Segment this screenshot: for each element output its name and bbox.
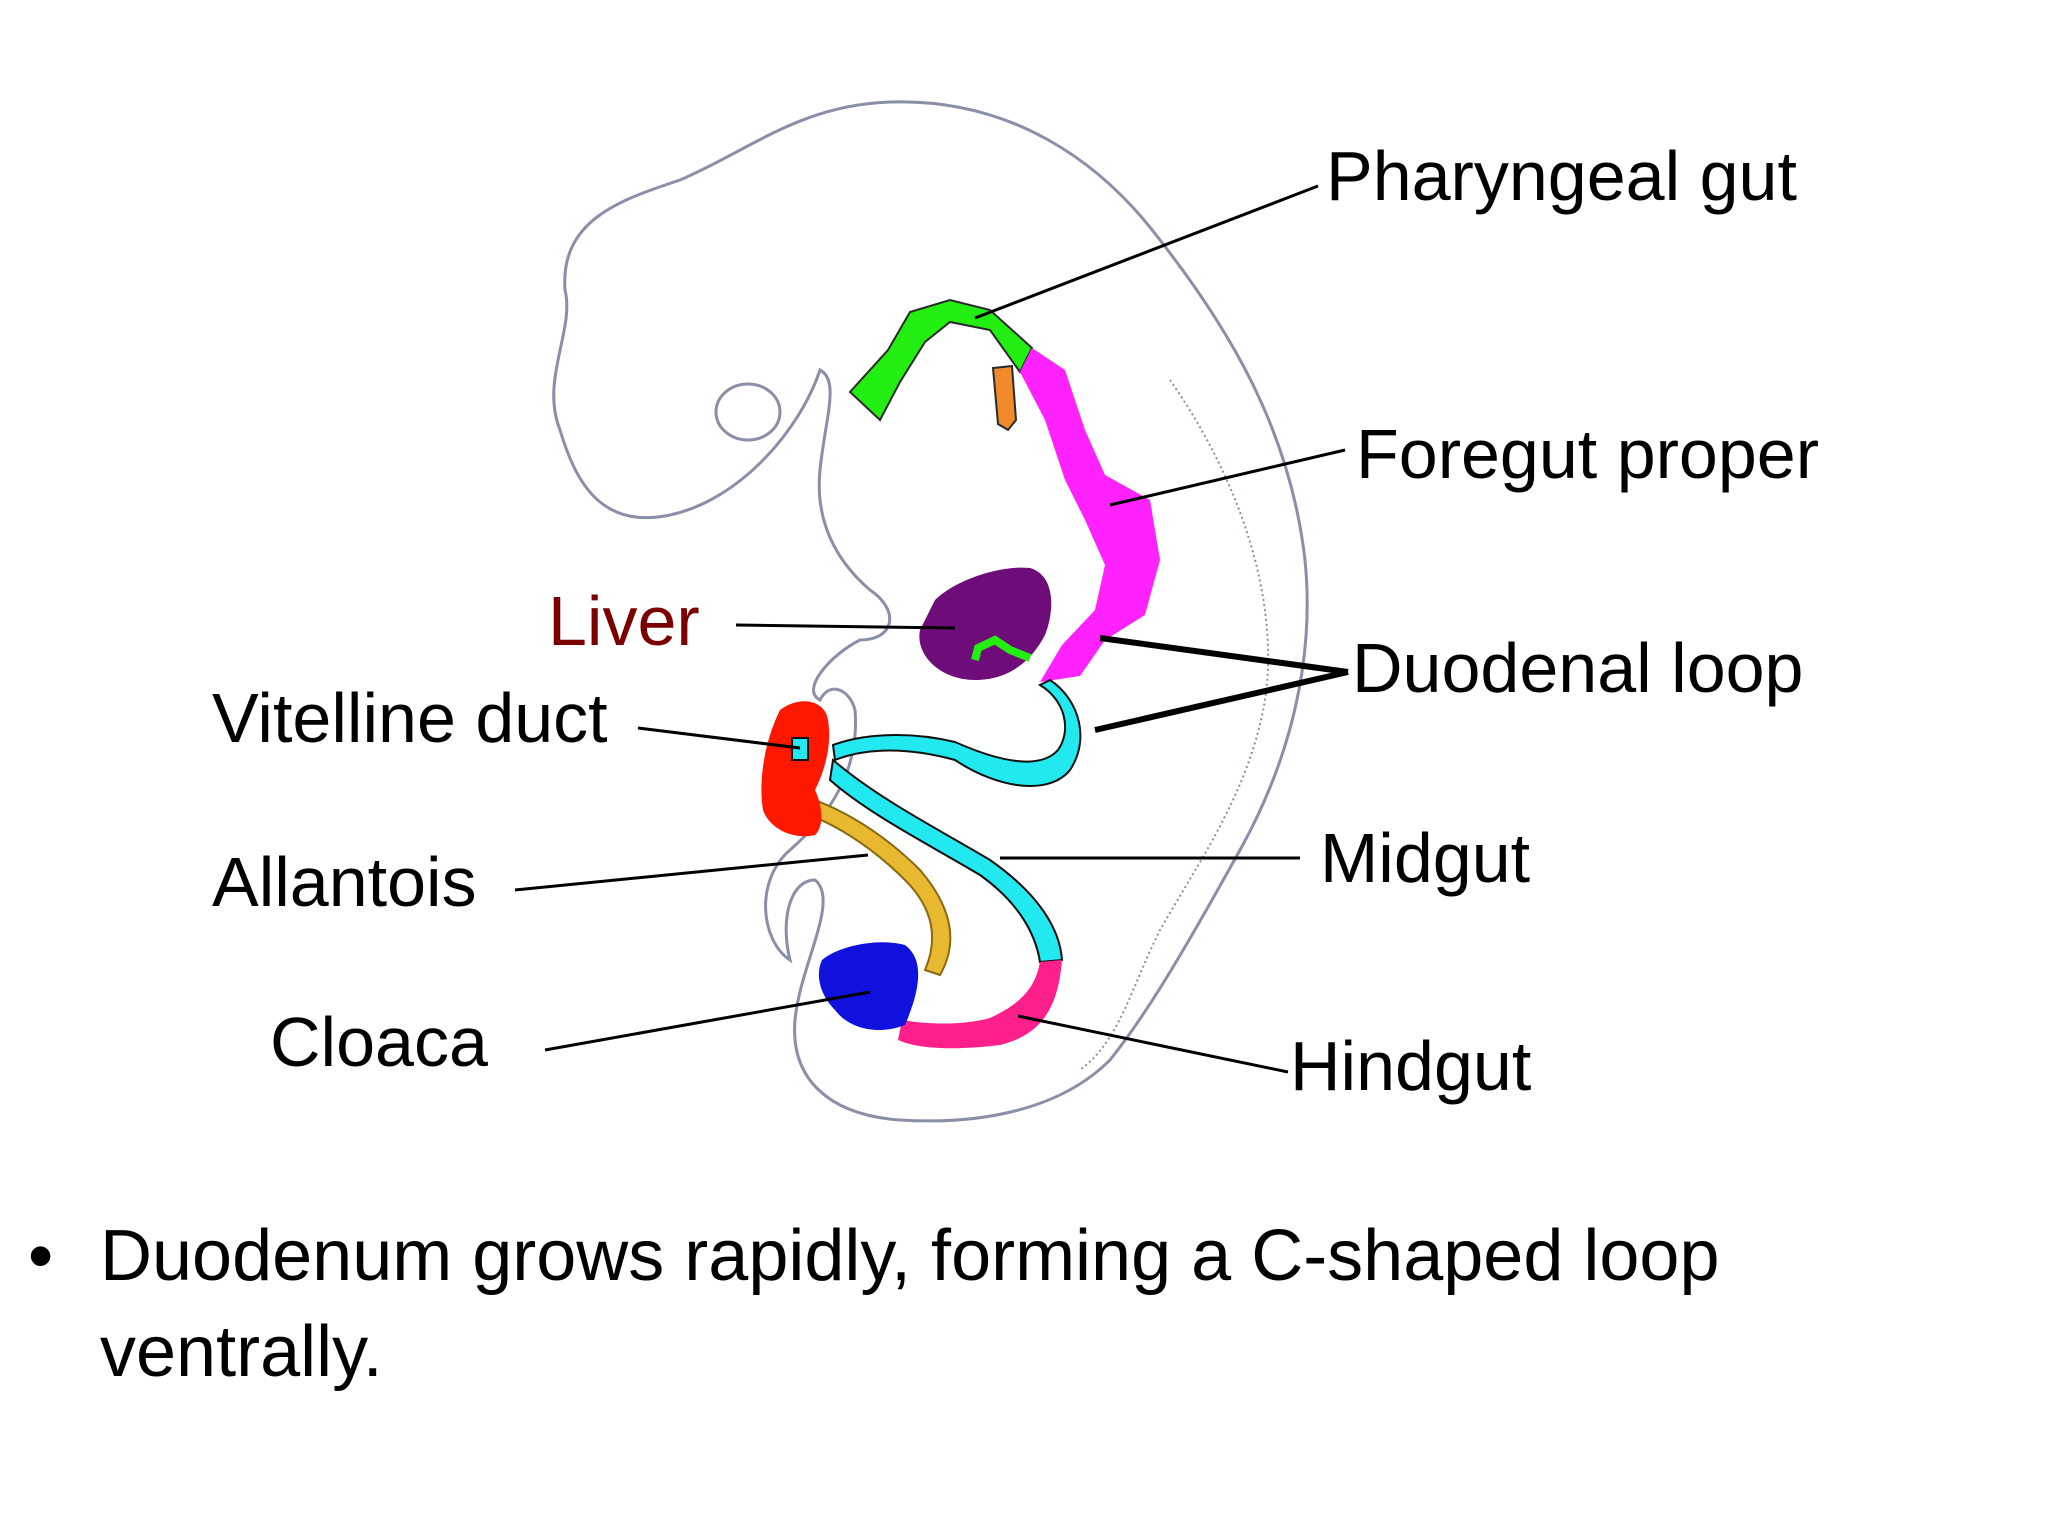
label-allantois: Allantois bbox=[212, 843, 477, 921]
orange-pouch bbox=[991, 364, 1018, 432]
cloaca-shape bbox=[818, 942, 919, 1030]
leader-line-duodenal-loop-lower bbox=[1094, 669, 1349, 733]
foregut-proper-shape bbox=[1020, 348, 1160, 682]
hindgut-shape bbox=[898, 960, 1062, 1049]
leader-line-vitelline-duct bbox=[637, 726, 801, 750]
leader-line-liver bbox=[735, 623, 956, 630]
vitelline-duct-shape bbox=[761, 701, 830, 837]
leader-line-pharyngeal-gut bbox=[974, 184, 1319, 320]
label-duodenal-loop: Duodenal loop bbox=[1352, 629, 1803, 707]
leader-lines bbox=[514, 184, 1349, 1074]
leader-line-duodenal-loop-upper bbox=[1099, 635, 1349, 675]
label-pharyngeal-gut: Pharyngeal gut bbox=[1326, 137, 1797, 215]
label-liver: Liver bbox=[548, 582, 700, 660]
bullet-text: Duodenum grows rapidly, forming a C-shap… bbox=[100, 1216, 1720, 1392]
label-midgut: Midgut bbox=[1320, 819, 1530, 897]
leader-line-allantois bbox=[514, 853, 869, 892]
label-hindgut: Hindgut bbox=[1290, 1027, 1531, 1105]
bullet-marker: • bbox=[28, 1216, 54, 1296]
label-vitelline-duct: Vitelline duct bbox=[212, 679, 608, 757]
liver-stalk bbox=[971, 635, 1032, 662]
label-foregut-proper: Foregut proper bbox=[1356, 415, 1819, 493]
leader-line-cloaca bbox=[544, 990, 871, 1052]
liver-shape bbox=[919, 567, 1052, 680]
otic-vesicle bbox=[714, 382, 782, 442]
leader-line-hindgut bbox=[1017, 1014, 1289, 1074]
leader-line-foregut-proper bbox=[1109, 448, 1346, 507]
label-cloaca: Cloaca bbox=[270, 1003, 488, 1081]
body-cavity-outline bbox=[1079, 379, 1270, 1071]
midgut-shape bbox=[828, 678, 1082, 964]
vitelline-duct-opening bbox=[791, 737, 809, 761]
